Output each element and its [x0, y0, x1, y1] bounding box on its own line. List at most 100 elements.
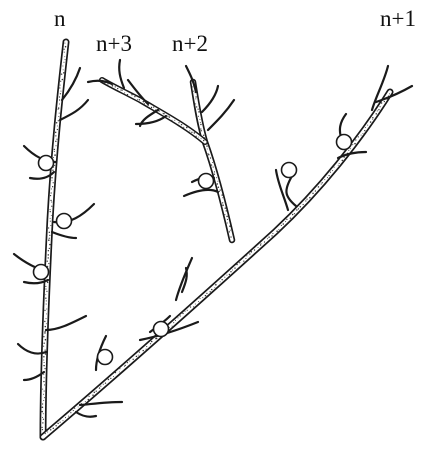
stipple-dot	[203, 140, 205, 142]
stipple-dot	[44, 321, 45, 322]
stipple-dot	[318, 186, 320, 188]
stipple-dot	[151, 341, 153, 343]
stipple-dot	[229, 231, 230, 232]
stipple-dot	[370, 121, 372, 123]
stipple-dot	[50, 195, 51, 196]
stipple-dot	[211, 289, 212, 290]
stipple-dot	[55, 141, 56, 142]
stipple-dot	[50, 209, 51, 210]
stipple-dot	[112, 85, 114, 87]
axis-n-plus-2	[193, 82, 232, 240]
stipple-dot	[64, 49, 65, 50]
stipple-dot	[285, 221, 286, 222]
stipple-dot	[62, 79, 64, 81]
stipple-dot	[290, 217, 291, 218]
stipple-dot	[57, 125, 58, 126]
stipple-dot	[358, 136, 359, 137]
label-n-plus-2: n+2	[172, 31, 208, 56]
stipple-dot	[209, 291, 210, 292]
stipple-dot	[167, 115, 168, 116]
stipple-dot	[315, 190, 316, 191]
stipple-dot	[57, 423, 58, 424]
stipple-dot	[51, 215, 52, 216]
stipple-dot	[115, 86, 116, 87]
stipple-dot	[59, 96, 60, 97]
stipple-dot	[52, 170, 53, 171]
stipple-dot	[117, 88, 118, 89]
stipple-dot	[198, 116, 199, 117]
stipple-dot	[103, 384, 104, 385]
stipple-dot	[352, 144, 353, 145]
stipple-dot	[44, 332, 46, 334]
stipple-dot	[175, 320, 176, 321]
stipple-dot	[47, 260, 48, 261]
stipple-dot	[172, 120, 173, 121]
stipple-dot	[44, 384, 45, 385]
stipple-dot	[312, 193, 313, 194]
stipple-dot	[42, 429, 43, 430]
stipple-dot	[51, 188, 52, 189]
stipple-dot	[100, 386, 101, 387]
stipple-dot	[224, 277, 225, 278]
stipple-dot	[64, 43, 65, 44]
stipple-dot	[85, 401, 86, 402]
stipple-dot	[52, 180, 53, 181]
stipple-dot	[213, 166, 214, 167]
stipple-dot	[195, 96, 196, 97]
stipple-dot	[354, 143, 356, 145]
stipple-dot	[193, 91, 194, 92]
stipple-dot	[124, 92, 125, 93]
stipple-dot	[200, 128, 201, 129]
stipple-dot	[68, 416, 69, 417]
stipple-dot	[134, 96, 135, 97]
stipple-dot	[200, 124, 201, 125]
stipple-dot	[384, 101, 385, 102]
stipple-dot	[222, 197, 223, 198]
stipple-dot	[51, 201, 52, 202]
stipple-dot	[206, 145, 207, 146]
stipple-dot	[64, 52, 65, 53]
stipple-dot	[214, 174, 215, 175]
stipple-dot	[236, 264, 237, 265]
stipple-dot	[174, 120, 175, 121]
stipple-dot	[292, 214, 294, 216]
stipple-dot	[227, 223, 228, 224]
stipple-dot	[48, 227, 49, 228]
stipple-dot	[56, 122, 58, 124]
stipple-dot	[205, 143, 207, 145]
stipple-dot	[50, 225, 51, 226]
stipple-dot	[46, 318, 47, 319]
stipple-dot	[191, 132, 192, 133]
stipple-dot	[58, 107, 59, 108]
stipple-dot	[229, 274, 230, 275]
stipple-dot	[48, 239, 50, 241]
stipple-dot	[94, 392, 95, 393]
stipple-dot	[49, 238, 50, 239]
stipple-dot	[195, 303, 196, 304]
stipple-dot	[339, 163, 340, 164]
stipple-dot	[136, 356, 138, 358]
stipple-dot	[43, 419, 44, 420]
stipple-dot	[144, 103, 145, 104]
stipple-dot	[196, 136, 197, 137]
stipple-dot	[215, 284, 217, 286]
stipple-dot	[226, 275, 227, 276]
stipple-dot	[198, 301, 199, 302]
stipple-dot	[46, 304, 47, 305]
stipple-dot	[232, 270, 233, 271]
stipple-dot	[305, 200, 306, 201]
stipple-dot	[43, 381, 44, 382]
stipple-dot	[105, 382, 106, 383]
stipple-dot	[249, 253, 250, 254]
stipple-dot	[48, 263, 49, 264]
stipple-dot	[322, 182, 323, 183]
stipple-dot	[206, 293, 207, 294]
label-n: n	[54, 6, 66, 31]
stipple-dot	[200, 122, 201, 123]
stipple-dot	[362, 133, 363, 134]
stipple-dot	[258, 247, 259, 248]
stipple-dot	[65, 59, 66, 60]
stipple-dot	[43, 346, 44, 347]
stipple-dot	[254, 249, 255, 250]
stipple-dot	[44, 397, 45, 398]
